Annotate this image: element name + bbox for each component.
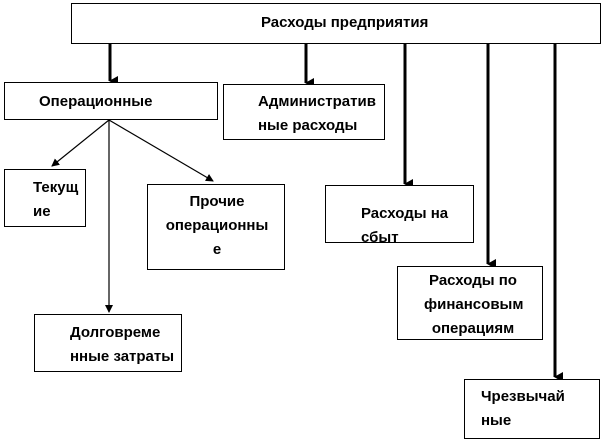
- node-emergency-label: Чрезвычай ные: [481, 388, 565, 429]
- node-emergency: Чрезвычай ные: [464, 379, 600, 439]
- node-long-term: Долговреме нные затраты: [34, 314, 182, 372]
- node-financial-label: Расходы по финансовым операциям: [424, 272, 524, 337]
- node-administrative-label: Административ ные расходы: [258, 93, 376, 134]
- arrow-operational-to-current: [51, 119, 110, 167]
- node-other-operational: Прочие операционны е: [147, 184, 285, 270]
- node-root-label: Расходы предприятия: [261, 14, 429, 31]
- node-operational-label: Операционные: [39, 93, 153, 110]
- node-other-operational-label: Прочие операционны е: [165, 193, 269, 258]
- node-root: Расходы предприятия: [71, 3, 601, 44]
- node-sales: Расходы на сбыт: [325, 185, 474, 243]
- node-current-label: Текущ ие: [33, 179, 79, 220]
- node-administrative: Административ ные расходы: [223, 84, 385, 140]
- node-operational: Операционные: [4, 82, 218, 120]
- node-long-term-label: Долговреме нные затраты: [70, 324, 175, 365]
- node-financial: Расходы по финансовым операциям: [397, 266, 543, 340]
- arrow-operational-to-other: [108, 119, 214, 182]
- node-sales-label: Расходы на сбыт: [361, 205, 449, 243]
- node-current: Текущ ие: [4, 169, 86, 227]
